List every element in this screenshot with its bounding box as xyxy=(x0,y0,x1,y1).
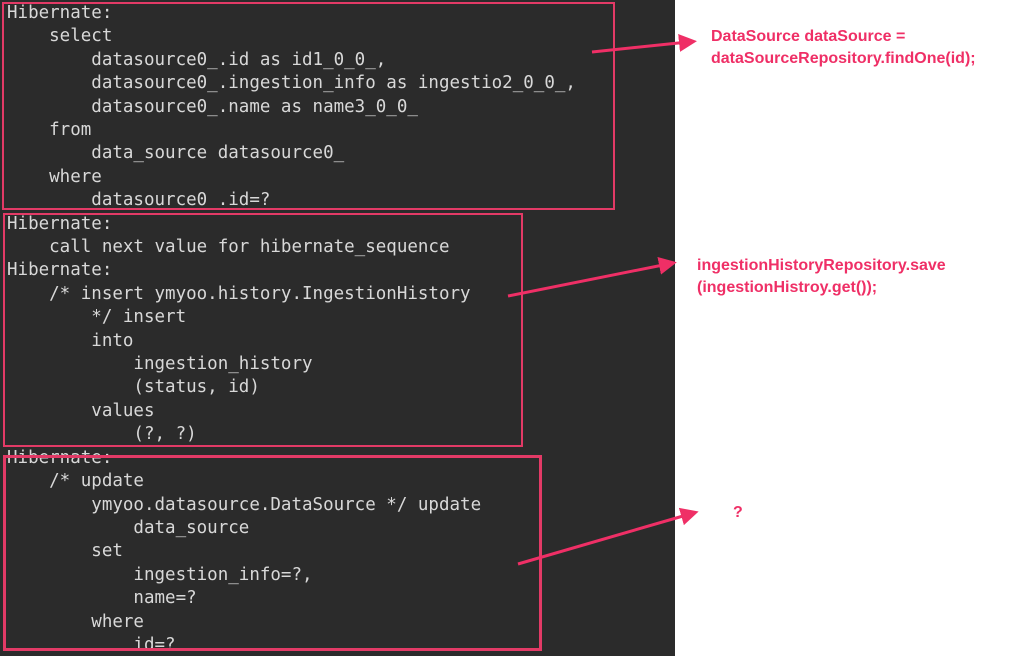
log-line: Hibernate: xyxy=(7,260,113,280)
log-line: data_source xyxy=(7,518,250,538)
log-line: datasource0_.ingestion_info as ingestio2… xyxy=(7,73,576,93)
annotation-question: ? xyxy=(733,502,743,524)
log-line: datasource0_.id as id1_0_0_, xyxy=(7,50,387,70)
log-line: set xyxy=(7,541,123,561)
insert-query-highlight xyxy=(3,213,523,447)
log-line: from xyxy=(7,120,92,140)
log-line: datasource0_.id=? xyxy=(7,190,271,210)
annotation-find-one: DataSource dataSource = dataSourceReposi… xyxy=(711,26,976,70)
annotation-line: DataSource dataSource = xyxy=(711,28,906,45)
annotation-line: ingestionHistoryRepository.save xyxy=(697,257,946,274)
log-line: datasource0_.name as name3_0_0_ xyxy=(7,97,418,117)
annotation-line: ? xyxy=(733,504,743,521)
log-line: where xyxy=(7,612,144,632)
console-output: Hibernate: select datasource0_.id as id1… xyxy=(0,0,675,656)
log-line: /* update xyxy=(7,471,144,491)
arrow-2 xyxy=(507,256,677,298)
log-line: ingestion_history xyxy=(7,354,313,374)
log-line: values xyxy=(7,401,155,421)
log-line: select xyxy=(7,26,113,46)
log-line: ingestion_info=?, xyxy=(7,565,313,585)
log-line: into xyxy=(7,331,134,351)
arrow-1 xyxy=(591,33,697,54)
log-line: /* insert ymyoo.history.IngestionHistory xyxy=(7,284,471,304)
annotation-save: ingestionHistoryRepository.save (ingesti… xyxy=(697,255,946,299)
arrow-3 xyxy=(517,507,699,566)
log-line: ymyoo.datasource.DataSource */ update xyxy=(7,495,482,515)
log-line: call next value for hibernate_sequence xyxy=(7,237,450,257)
update-query-highlight xyxy=(3,455,542,651)
log-line: Hibernate: xyxy=(7,214,113,234)
log-line: (?, ?) xyxy=(7,424,197,444)
log-line: data_source datasource0_ xyxy=(7,143,345,163)
log-line: where xyxy=(7,167,102,187)
annotation-line: (ingestionHistroy.get()); xyxy=(697,279,878,296)
log-line: (status, id) xyxy=(7,377,260,397)
annotation-line: dataSourceRepository.findOne(id); xyxy=(711,50,976,67)
log-line: name=? xyxy=(7,588,197,608)
log-line: */ insert xyxy=(7,307,187,327)
select-query-highlight xyxy=(2,2,615,210)
log-line: Hibernate: xyxy=(7,448,113,468)
log-line: Hibernate: xyxy=(7,3,113,23)
